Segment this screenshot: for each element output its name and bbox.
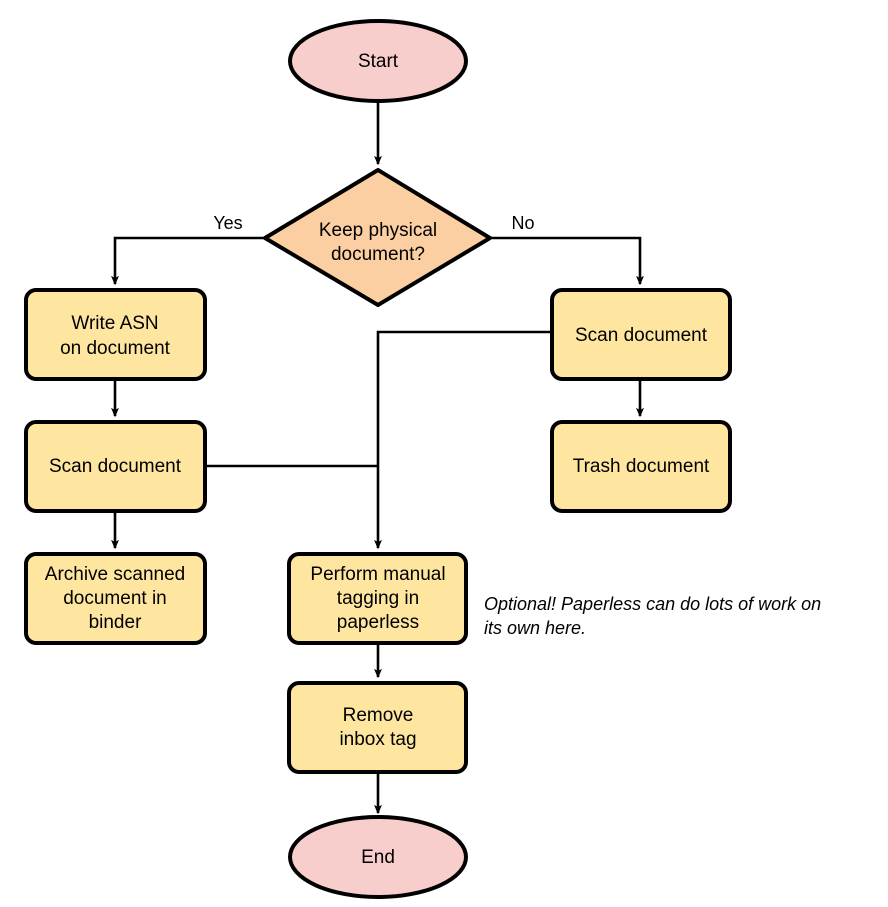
edge-label-no: No <box>511 213 534 233</box>
node-decision-keep-physical-document[interactable]: Keep physical document? <box>263 168 492 307</box>
node-archive-scanned-document[interactable]: Archive scanned document in binder <box>24 552 207 645</box>
remove-inbox-label-line2: inbox tag <box>339 729 416 750</box>
node-start[interactable]: Start <box>288 19 468 103</box>
node-write-asn-on-document[interactable]: Write ASN on document <box>24 288 207 381</box>
start-ellipse <box>288 19 468 103</box>
decision-label-line1: Keep physical <box>319 220 437 241</box>
start-label: Start <box>358 51 399 72</box>
trash-document-box <box>550 420 732 513</box>
tagging-label-line3: paperless <box>337 612 419 633</box>
edge-scan-right-to-tagging <box>374 330 552 550</box>
write-asn-label-line2: on document <box>60 338 171 359</box>
edge-decision-yes-to-write-asn <box>111 236 265 286</box>
scan-document-left-label: Scan document <box>49 456 182 477</box>
scan-document-left-box <box>24 420 207 513</box>
node-end[interactable]: End <box>288 815 468 899</box>
annotation-line2: its own here. <box>484 618 586 638</box>
annotation-line1: Optional! Paperless can do lots of work … <box>484 594 821 614</box>
tagging-label-line2: tagging in <box>337 588 419 609</box>
end-ellipse <box>288 815 468 899</box>
node-trash-document[interactable]: Trash document <box>550 420 732 513</box>
annotation-note: Optional! Paperless can do lots of work … <box>484 594 821 638</box>
end-label: End <box>361 847 395 868</box>
edge-decision-no-to-scan-right <box>490 236 644 286</box>
node-scan-document-right[interactable]: Scan document <box>550 288 732 381</box>
node-scan-document-left[interactable]: Scan document <box>24 420 207 513</box>
edge-label-yes: Yes <box>213 213 242 233</box>
decision-diamond <box>263 168 492 307</box>
remove-inbox-tag-box <box>287 681 468 774</box>
archive-box <box>24 552 207 645</box>
node-perform-manual-tagging[interactable]: Perform manual tagging in paperless <box>287 552 468 645</box>
scan-document-right-label: Scan document <box>575 325 708 346</box>
tagging-box <box>287 552 468 645</box>
write-asn-box <box>24 288 207 381</box>
remove-inbox-label-line1: Remove <box>343 705 414 726</box>
scan-document-right-box <box>550 288 732 381</box>
archive-label-line1: Archive scanned <box>45 564 185 585</box>
connector-layer <box>111 101 644 815</box>
trash-document-label: Trash document <box>573 456 710 477</box>
decision-label-line2: document? <box>331 244 425 265</box>
archive-label-line3: binder <box>89 612 142 633</box>
tagging-label-line1: Perform manual <box>310 564 445 585</box>
archive-label-line2: document in <box>63 588 167 609</box>
write-asn-label-line1: Write ASN <box>71 313 158 334</box>
node-remove-inbox-tag[interactable]: Remove inbox tag <box>287 681 468 774</box>
